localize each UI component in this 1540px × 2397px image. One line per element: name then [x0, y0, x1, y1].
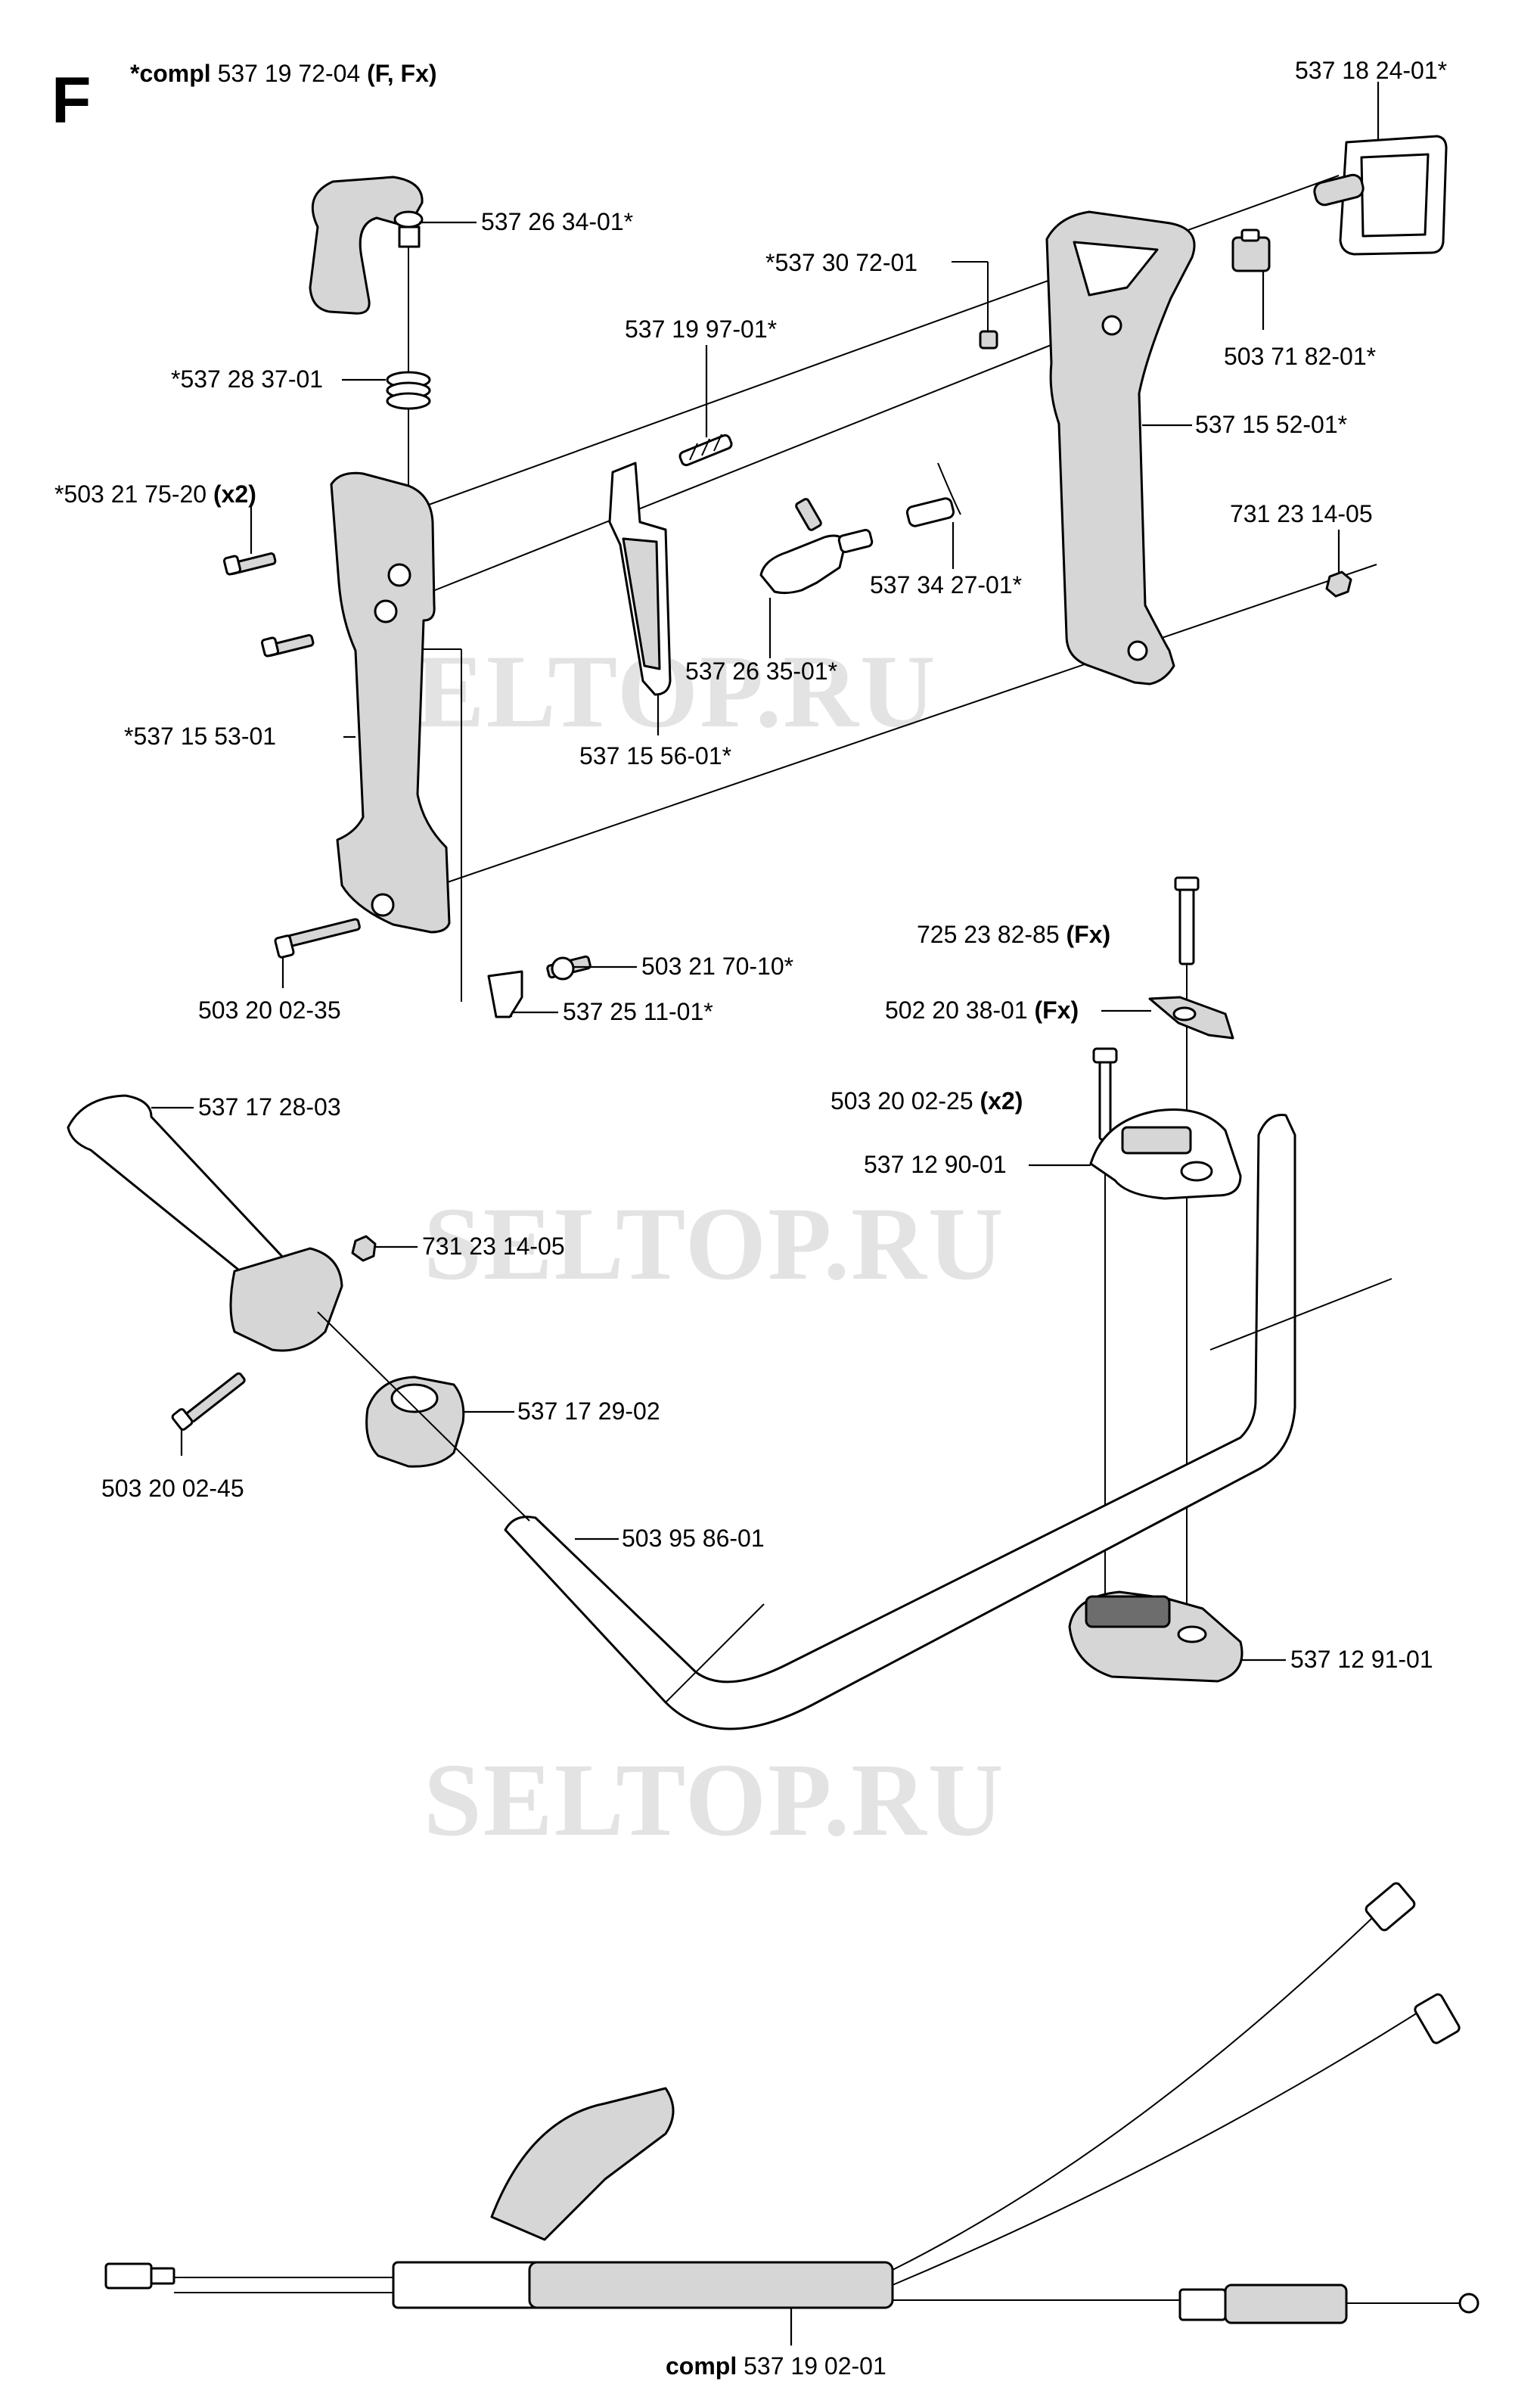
bracket-screw-part — [1092, 1047, 1118, 1649]
callout-c02: 537 26 34-01* — [419, 208, 633, 235]
callout-c11: 537 26 35-01* — [685, 598, 837, 685]
callout-c14: 725 23 82-85 (Fx) — [917, 921, 1110, 948]
callout-c05-number: 503 71 82-01* — [1224, 343, 1376, 370]
spring-part — [386, 371, 431, 410]
lock-lever-part — [759, 462, 961, 595]
callout-c12-number: *537 15 53-01 — [124, 723, 276, 750]
callout-c24: 503 20 02-45 — [101, 1429, 244, 1502]
throttle-cable-part — [104, 1882, 1479, 2324]
callout-c13: 537 15 56-01* — [579, 695, 731, 769]
cable-assembly-prefix: compl — [666, 2352, 737, 2380]
callout-c08-text: *503 21 75-20 (x2) — [54, 480, 256, 508]
callout-c07-number: 537 15 52-01* — [1195, 411, 1347, 438]
callout-c20-text: 503 20 02-25 (x2) — [831, 1087, 1023, 1115]
cable-assembly-number: 537 19 02-01 — [744, 2352, 886, 2380]
callout-c14-text: 725 23 82-85 (Fx) — [917, 921, 1110, 948]
left-handle-half-part — [330, 471, 462, 1002]
right-handle-half-part — [1045, 210, 1196, 686]
callout-c08-qualifier: (x2) — [213, 480, 256, 508]
callout-c01: 537 18 24-01* — [1295, 57, 1447, 141]
callout-c11-number: 537 26 35-01* — [685, 658, 837, 685]
assembly-axis-lines — [393, 175, 1377, 886]
callout-c09: 731 23 14-05 — [1230, 500, 1373, 572]
lower-screw-part — [274, 918, 361, 959]
callout-c25-number: 503 95 86-01 — [622, 1525, 765, 1552]
callout-c14-qualifier: (Fx) — [1067, 921, 1111, 948]
handle-tube-part — [317, 1114, 1393, 1730]
callout-c16-number: 503 20 02-35 — [198, 996, 341, 1024]
mirror-plate-part — [1313, 135, 1448, 256]
callout-c12: *537 15 53-01 — [124, 723, 356, 750]
callout-c23-number: 537 17 29-02 — [517, 1397, 660, 1425]
section-letter: F — [51, 64, 92, 137]
callout-c25: 503 95 86-01 — [575, 1525, 765, 1552]
callout-c20-qualifier: (x2) — [980, 1087, 1023, 1115]
callout-c04: 537 19 97-01* — [625, 316, 777, 437]
callout-c26: 537 12 91-01 — [1240, 1646, 1433, 1673]
clamp-knob-part — [365, 1376, 465, 1468]
switch-part — [1231, 229, 1271, 272]
callout-c20: 503 20 02-25 (x2) — [831, 1087, 1023, 1115]
callout-c14-number: 725 23 82-85 — [917, 921, 1060, 948]
long-bolt-part — [1174, 876, 1200, 1634]
watermark-middle: SELTOP.RU — [424, 1186, 1005, 1301]
callout-c09-number: 731 23 14-05 — [1230, 500, 1373, 527]
bracket-bottom-part — [1068, 1590, 1243, 1683]
callout-c17-number: 537 25 11-01* — [563, 998, 713, 1025]
assembly-variant: (F, Fx) — [367, 60, 436, 87]
callout-c18-text: 502 20 38-01 (Fx) — [885, 996, 1079, 1024]
callout-c07: 537 15 52-01* — [1142, 411, 1347, 438]
callout-c03-number: *537 30 72-01 — [765, 249, 917, 276]
handle-screws-part — [222, 552, 315, 658]
nut-grip-part — [351, 1235, 377, 1262]
callout-c15: 503 21 70-10* — [573, 953, 793, 980]
callout-c19-number: 537 17 28-03 — [198, 1093, 341, 1121]
callout-c18-number: 502 20 38-01 — [885, 996, 1028, 1024]
callout-c21-number: 537 12 90-01 — [864, 1151, 1007, 1178]
callout-c03: *537 30 72-01 — [765, 249, 917, 276]
small-nut-part — [952, 261, 998, 350]
callout-c18-qualifier: (Fx) — [1035, 996, 1079, 1024]
callout-c18: 502 20 38-01 (Fx) — [885, 996, 1151, 1024]
grip-part — [67, 1094, 343, 1352]
assembly-part-number: 537 19 72-04 — [218, 60, 361, 87]
callout-c26-number: 537 12 91-01 — [1290, 1646, 1433, 1673]
callout-c08: *503 21 75-20 (x2) — [54, 480, 256, 554]
callout-cable-assembly: compl 537 19 02-01 — [666, 2308, 886, 2380]
assembly-prefix: *compl — [130, 60, 211, 87]
callout-c22-number: 731 23 14-05 — [422, 1233, 565, 1260]
callout-c04-number: 537 19 97-01* — [625, 316, 777, 343]
callout-c21: 537 12 90-01 — [864, 1151, 1091, 1178]
bracket-top-part — [1089, 1108, 1242, 1200]
callout-c10-number: 537 34 27-01* — [870, 571, 1022, 598]
callout-c22: 731 23 14-05 — [375, 1233, 565, 1260]
trigger-spring-part — [678, 434, 733, 467]
callout-c06-number: *537 28 37-01 — [171, 365, 323, 393]
cable-assembly-label: compl 537 19 02-01 — [666, 2352, 886, 2380]
assembly-title: *compl 537 19 72-04 (F, Fx) — [130, 60, 437, 87]
callout-c16: 503 20 02-35 — [198, 956, 341, 1024]
nut-top-part — [1325, 570, 1352, 598]
wing-nut-part — [1148, 996, 1234, 1040]
watermark-bottom: SELTOP.RU — [424, 1742, 1005, 1858]
callout-c13-number: 537 15 56-01* — [579, 742, 731, 769]
callout-c10: 537 34 27-01* — [870, 522, 1022, 598]
callout-c05: 503 71 82-01* — [1224, 271, 1376, 370]
callout-c08-number: *503 21 75-20 — [54, 480, 206, 508]
throttle-lever-part — [608, 462, 672, 696]
callout-c15-number: 503 21 70-10* — [641, 953, 793, 980]
callout-c24-number: 503 20 02-45 — [101, 1475, 244, 1502]
throttle-trigger-part — [309, 176, 424, 315]
callout-c23: 537 17 29-02 — [463, 1397, 660, 1425]
grip-screw-part — [171, 1372, 246, 1431]
clip-and-screw-part — [487, 955, 591, 1018]
callout-c01-number: 537 18 24-01* — [1295, 57, 1447, 84]
callout-c19: 537 17 28-03 — [151, 1093, 341, 1121]
callout-c17: 537 25 11-01* — [510, 998, 713, 1025]
callout-c20-number: 503 20 02-25 — [831, 1087, 973, 1115]
callout-c06: *537 28 37-01 — [171, 365, 386, 393]
callout-c02-number: 537 26 34-01* — [481, 208, 633, 235]
